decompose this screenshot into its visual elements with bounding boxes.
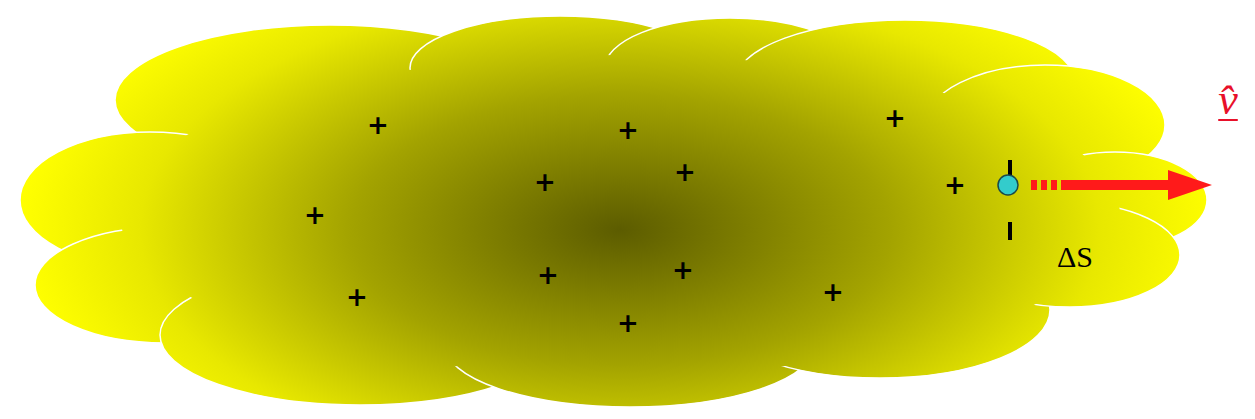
charge-sign: +: [537, 262, 559, 288]
charge-sign: +: [944, 172, 966, 198]
cloud: [20, 16, 1207, 407]
charge-sign: +: [672, 257, 694, 283]
cloud-core: [120, 55, 1120, 375]
charge-sign: +: [674, 159, 696, 185]
charge-sign: +: [367, 112, 389, 138]
velocity-arrow: [1031, 170, 1212, 200]
area-label: ΔS: [1057, 242, 1093, 272]
charge-sign: +: [822, 279, 844, 305]
charge-sign: +: [534, 169, 556, 195]
charge-sign: +: [346, 284, 368, 310]
charge-sign: +: [617, 117, 639, 143]
charge-sign: +: [304, 202, 326, 228]
charge-sign: +: [617, 310, 639, 336]
charge-sign: +: [884, 105, 906, 131]
surface-element: [998, 160, 1018, 240]
velocity-label: v̂: [1218, 78, 1238, 122]
